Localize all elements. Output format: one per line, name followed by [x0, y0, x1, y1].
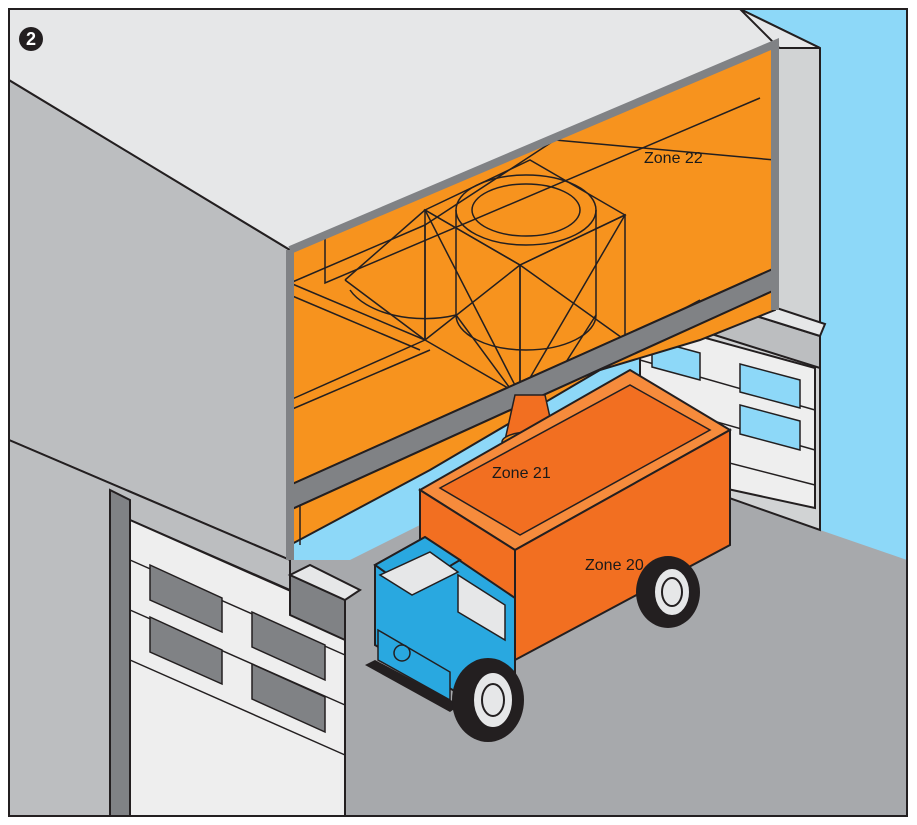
zone-20-label: Zone 20 — [585, 557, 644, 574]
lower-building-pillar — [110, 490, 130, 816]
zone-22-label: Zone 22 — [644, 150, 703, 167]
truck-front-wheel — [452, 658, 524, 742]
zone-21-label: Zone 21 — [492, 465, 551, 482]
truck-rear-wheel — [636, 556, 700, 628]
figure-number: 2 — [26, 29, 36, 49]
